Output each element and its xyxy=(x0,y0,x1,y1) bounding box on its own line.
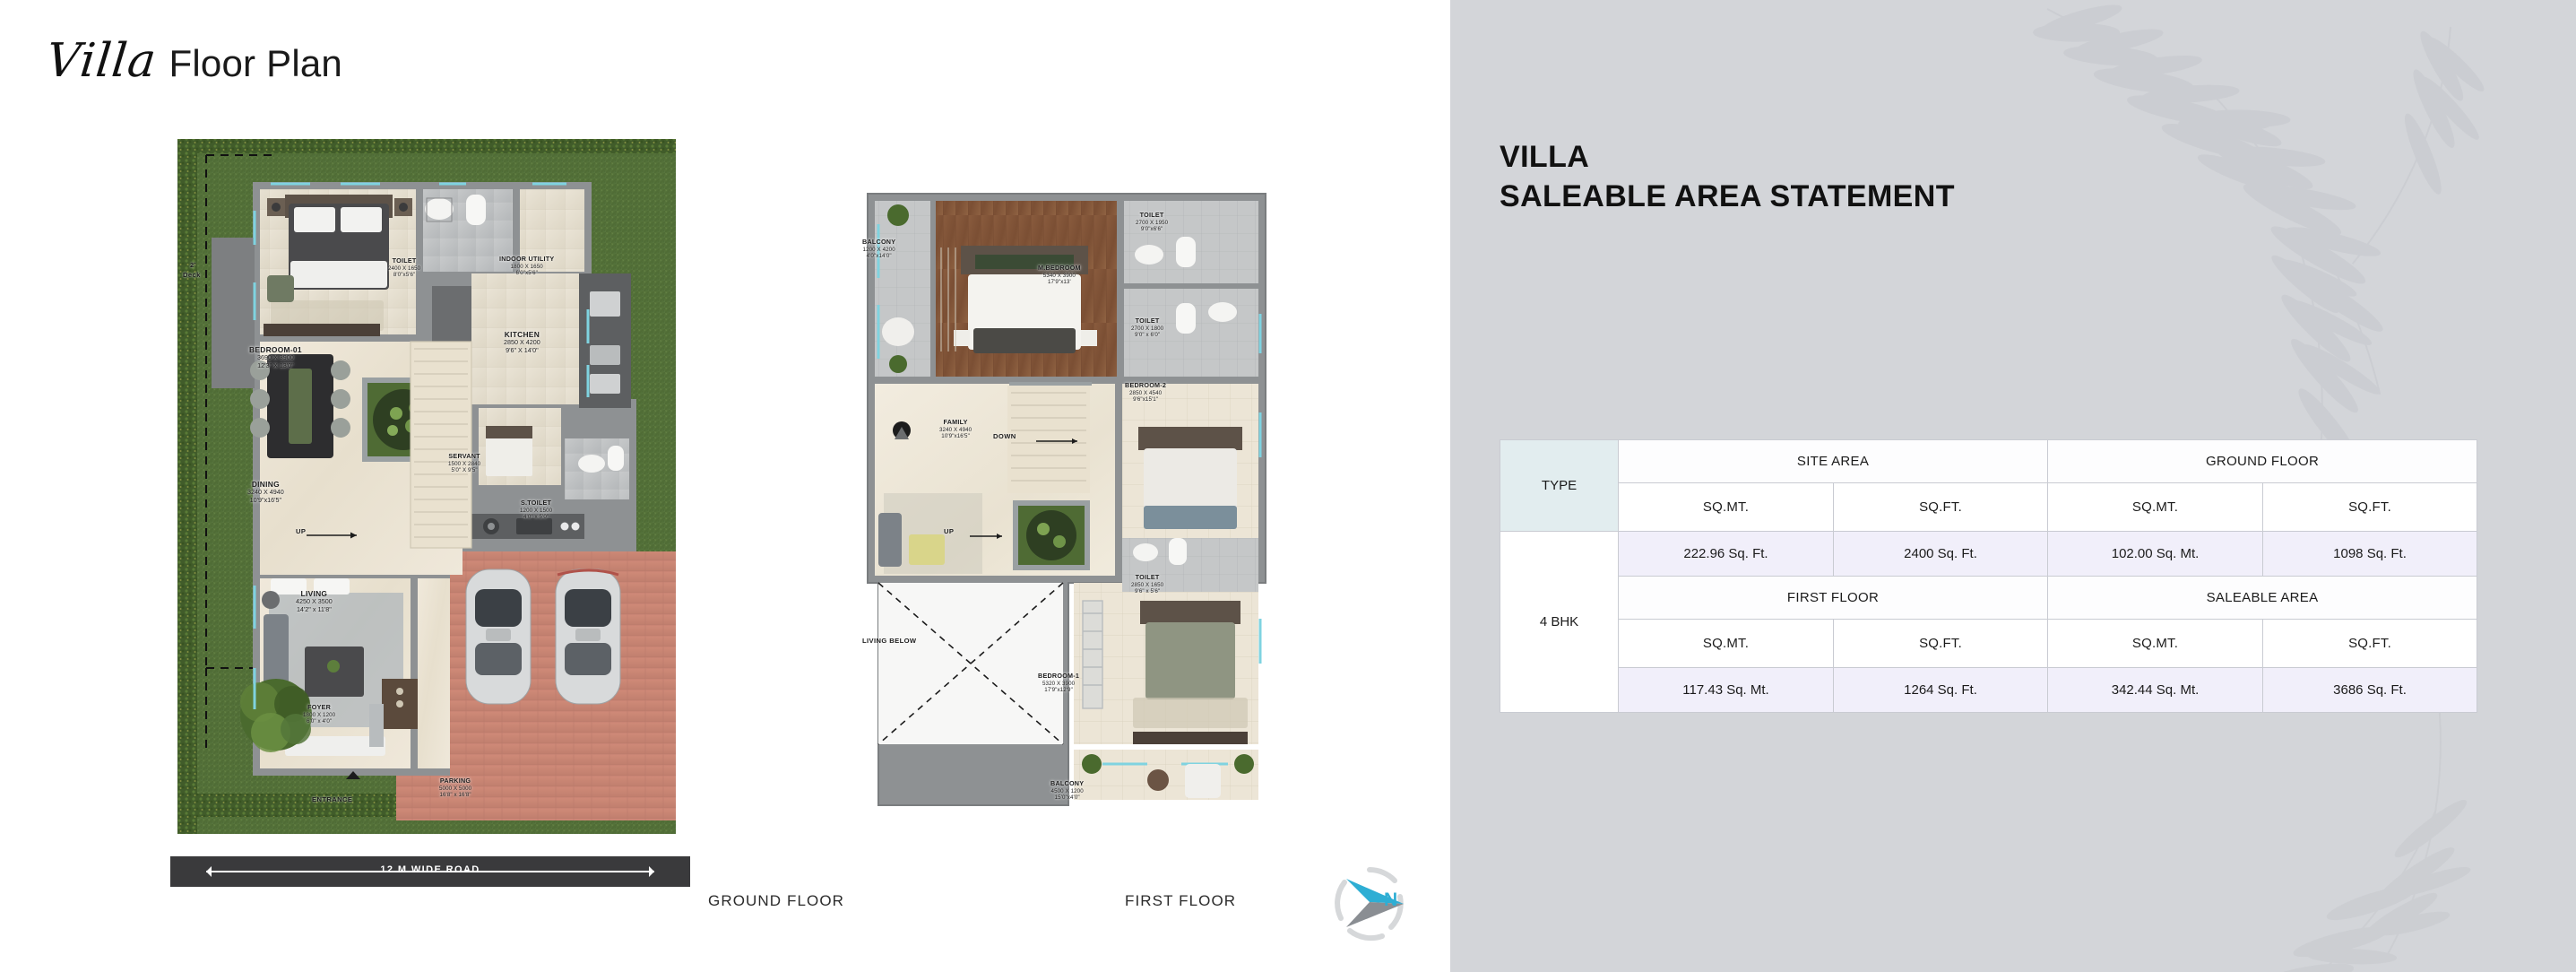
unit-site-sqmt: SQ.MT. xyxy=(1618,482,1834,532)
unit-site-sqft: SQ.FT. xyxy=(1832,482,2049,532)
ground-floor-drawing xyxy=(177,139,676,834)
first-annotation: LIVING BELOW xyxy=(862,637,917,645)
road-label: 12 M WIDE ROAD xyxy=(380,864,480,875)
ground-annotation: Deck xyxy=(183,271,201,279)
page-title-rest: Floor Plan xyxy=(169,42,342,84)
unit-first-sqmt: SQ.MT. xyxy=(1618,619,1834,668)
panel-heading: VILLA SALEABLE AREA STATEMENT xyxy=(1500,138,1955,216)
north-compass: N xyxy=(1328,863,1411,945)
saleable-area-panel: VILLA SALEABLE AREA STATEMENT TYPE SITE … xyxy=(1450,0,2576,972)
table-row: 4 BHK 222.96 Sq. Ft. 2400 Sq. Ft. 102.00… xyxy=(1500,531,2478,713)
panel-heading-line2: SALEABLE AREA STATEMENT xyxy=(1500,178,1955,213)
table-row: FIRST FLOOR SALEABLE AREA xyxy=(1500,576,2478,620)
unit-first-sqft: SQ.FT. xyxy=(1832,619,2049,668)
compass-north-label: N xyxy=(1384,890,1398,910)
road-bar: 12 M WIDE ROAD xyxy=(170,856,690,887)
table-row: 117.43 Sq. Mt. 1264 Sq. Ft. 342.44 Sq. M… xyxy=(1500,667,2478,713)
value-site-sqft: 2400 Sq. Ft. xyxy=(1832,531,2049,577)
table-row: TYPE SITE AREA GROUND FLOOR xyxy=(1500,439,2478,532)
first-floor-drawing xyxy=(867,193,1266,806)
value-saleable-sqmt: 342.44 Sq. Mt. xyxy=(2047,667,2264,713)
type-header: TYPE xyxy=(1500,439,1619,532)
page-title: Villa Floor Plan xyxy=(43,34,342,88)
unit-ground-sqft: SQ.FT. xyxy=(2262,482,2478,532)
panel-heading-line1: VILLA xyxy=(1500,140,1590,174)
value-saleable-sqft: 3686 Sq. Ft. xyxy=(2262,667,2478,713)
first-floor-caption: FIRST FLOOR xyxy=(1125,892,1237,909)
unit-saleable-sqft: SQ.FT. xyxy=(2262,619,2478,668)
page-title-script: Villa xyxy=(43,34,160,88)
type-value-4bhk: 4 BHK xyxy=(1500,531,1619,713)
ground-annotation: 2' xyxy=(190,261,196,269)
first-annotation: UP xyxy=(944,527,955,535)
ground-annotation: UP xyxy=(296,527,307,535)
value-ground-sqmt: 102.00 Sq. Mt. xyxy=(2047,531,2264,577)
group-saleable-area: SALEABLE AREA xyxy=(2047,576,2478,620)
value-ground-sqft: 1098 Sq. Ft. xyxy=(2262,531,2478,577)
unit-saleable-sqmt: SQ.MT. xyxy=(2047,619,2264,668)
group-ground-floor: GROUND FLOOR xyxy=(2047,439,2478,483)
unit-ground-sqmt: SQ.MT. xyxy=(2047,482,2264,532)
table-row: SQ.MT. SQ.FT. SQ.MT. SQ.FT. xyxy=(1500,619,2478,668)
table-row: SQ.MT. SQ.FT. SQ.MT. SQ.FT. xyxy=(1500,482,2478,532)
compass-icon xyxy=(1335,866,1404,942)
plans-panel: Villa Floor Plan xyxy=(43,34,1411,945)
value-first-sqft: 1264 Sq. Ft. xyxy=(1832,667,2049,713)
first-annotation: DOWN xyxy=(993,432,1016,440)
ground-floor-caption: GROUND FLOOR xyxy=(708,892,845,909)
value-first-sqmt: 117.43 Sq. Mt. xyxy=(1618,667,1834,713)
ground-annotation: ENTRANCE xyxy=(312,795,353,803)
value-site-sqmt: 222.96 Sq. Ft. xyxy=(1618,531,1834,577)
group-first-floor: FIRST FLOOR xyxy=(1617,576,2049,620)
group-site-area: SITE AREA xyxy=(1617,439,2049,483)
palm-leaf-watermark-bottom xyxy=(2243,684,2471,972)
saleable-area-table: TYPE SITE AREA GROUND FLOOR SQ.MT. SQ.FT… xyxy=(1500,439,2478,713)
